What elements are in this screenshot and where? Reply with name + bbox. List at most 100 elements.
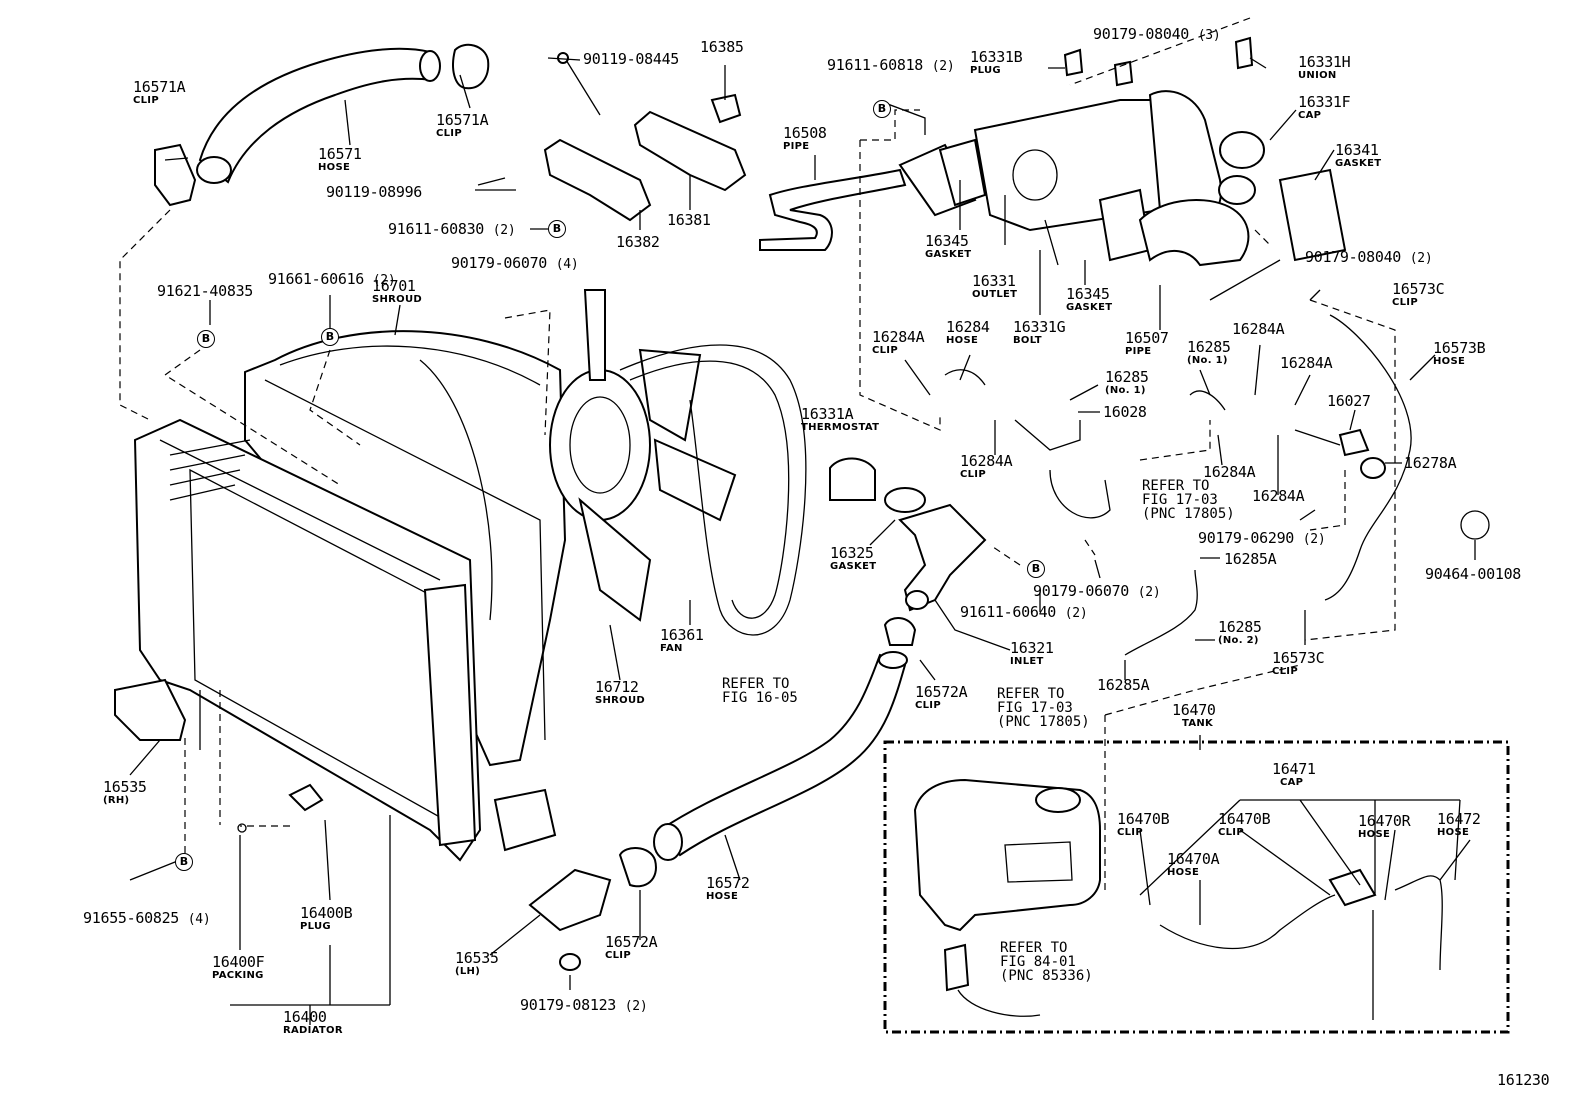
label-90179-08040-3: 90179-08040 (3): [1093, 27, 1221, 44]
bubble-b-5: B: [1027, 560, 1045, 578]
part-qty: (4): [187, 912, 211, 927]
part-number: 16331: [972, 272, 1016, 290]
part-number: 90119-08996: [326, 183, 423, 201]
part-desc: BOLT: [1013, 335, 1042, 346]
part-number: 16284A: [1203, 463, 1256, 481]
part-number: 16284A: [872, 328, 925, 346]
ref-line-3: (PNC 17805): [1142, 506, 1235, 522]
part-number: 16361: [660, 626, 704, 644]
part-number: 90179-06290: [1198, 529, 1295, 547]
label-16284A-5: 16284A: [1203, 463, 1256, 481]
part-number: 16508: [783, 124, 827, 142]
part-qty: (2): [1302, 532, 1326, 547]
part-qty: (2): [372, 273, 396, 288]
part-desc: CLIP: [1218, 827, 1244, 838]
part-desc: TANK: [1182, 718, 1214, 729]
bubble-b-3: B: [321, 328, 339, 346]
part-number: 91621-40835: [157, 282, 254, 300]
label-90179-08123: 90179-08123 (2): [520, 998, 648, 1015]
part-number: 16027: [1327, 392, 1371, 410]
label-16385: 16385: [700, 40, 744, 55]
part-number: 16284A: [1232, 320, 1285, 338]
label-16535-lh: 16535(LH): [455, 951, 499, 978]
part-desc: PACKING: [212, 970, 264, 981]
bubble-b-6: B: [175, 853, 193, 871]
label-91661-60616: 91661-60616 (2): [268, 272, 396, 289]
part-number: 91655-60825: [83, 909, 180, 927]
ref-line-3: (PNC 17805): [997, 714, 1090, 730]
packing-16400f-drawing: [237, 823, 247, 833]
part-number: 16472: [1437, 810, 1481, 828]
part-number: 16712: [595, 678, 639, 696]
part-number: 16573C: [1272, 649, 1325, 667]
part-desc: GASKET: [1335, 158, 1382, 169]
part-number: 16470B: [1117, 810, 1170, 828]
label-91621-40835: 91621-40835: [157, 284, 253, 299]
thermostat-inlet-drawing: [829, 457, 987, 646]
label-16285-no1-b: 16285(No. 1): [1105, 370, 1149, 397]
label-91655-60825: 91655-60825 (4): [83, 909, 211, 928]
part-number: 16400F: [212, 953, 265, 971]
part-number: 16471: [1272, 760, 1316, 778]
label-16285A-b: 16285A: [1097, 678, 1150, 693]
part-desc: (No. 1): [1187, 355, 1228, 366]
part-number: 16345: [1066, 285, 1110, 303]
label-16028: 16028: [1103, 405, 1147, 420]
tank-group-border: [883, 740, 1510, 1034]
label-16027: 16027: [1327, 394, 1371, 409]
part-number: 16345: [925, 232, 969, 250]
part-desc: CLIP: [1272, 666, 1298, 677]
part-number: 16285: [1187, 338, 1231, 356]
part-desc: SHROUD: [372, 294, 422, 305]
part-desc: CLIP: [605, 950, 631, 961]
part-number: 90119-08445: [583, 50, 680, 68]
upper-hose-16571-drawing: [154, 43, 490, 207]
part-desc: CLIP: [1117, 827, 1143, 838]
part-desc: (LH): [455, 966, 481, 977]
part-number: 16284A: [1252, 487, 1305, 505]
part-number: 90179-06070: [1033, 582, 1130, 600]
drain-plug-16400b-drawing: [288, 783, 324, 812]
fan-16361-drawing: [549, 289, 807, 636]
part-desc: RADIATOR: [283, 1025, 343, 1036]
label-16284A-3: 16284A: [1280, 356, 1333, 371]
label-16285-no1-a: 16285(No. 1): [1187, 338, 1231, 367]
part-qty: (4): [555, 257, 579, 272]
part-number: 90464-00108: [1425, 565, 1522, 583]
lower-hose-16572-drawing: [528, 651, 908, 971]
part-desc: PLUG: [970, 65, 1001, 76]
part-number: 16572A: [605, 933, 658, 951]
part-number: 16573B: [1433, 339, 1486, 357]
part-desc: (RH): [103, 795, 130, 806]
part-number: 16400: [283, 1008, 327, 1026]
ref-line-2: FIG 16-05: [722, 690, 798, 706]
bracket-16535-rh-drawing: [114, 678, 187, 741]
part-number: 16285: [1218, 618, 1262, 636]
label-90119-08996: 90119-08996: [326, 185, 422, 200]
label-16284A-6: 16284A: [1252, 487, 1305, 505]
label-90179-08040-2: 90179-08040 (2): [1305, 250, 1433, 267]
label-90179-06070-4: 90179-06070 (4): [451, 256, 579, 273]
part-number: 16571A: [133, 78, 186, 96]
radiator-16400-drawing: [133, 418, 557, 862]
part-qty: (2): [1064, 606, 1088, 621]
part-desc: CLIP: [872, 345, 898, 356]
